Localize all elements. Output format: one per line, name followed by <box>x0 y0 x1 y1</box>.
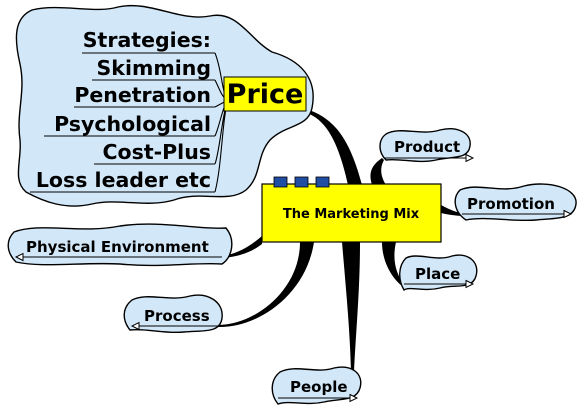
branch-node-product[interactable]: Product <box>379 128 474 163</box>
central-title: The Marketing Mix <box>283 207 420 222</box>
strategy-item: Loss leader etc <box>36 168 211 192</box>
central-marker <box>315 176 330 188</box>
node-label: Physical Environment <box>26 238 209 256</box>
node-label: People <box>290 378 348 396</box>
branch-node-place[interactable]: Place <box>399 254 478 291</box>
branch-connector-icon <box>465 154 474 162</box>
central-marker <box>273 176 288 188</box>
price-highlight <box>223 76 307 112</box>
branch-people <box>342 242 360 372</box>
central-marker <box>294 176 309 188</box>
strategy-item: Skimming <box>97 56 211 80</box>
branch-lines <box>218 109 466 372</box>
strategy-item: Penetration <box>74 83 211 107</box>
node-label: Product <box>394 138 460 156</box>
strategy-list: Strategies: Skimming Penetration Psychol… <box>36 28 211 192</box>
central-node[interactable]: The Marketing Mix <box>261 176 442 243</box>
branch-node-people[interactable]: People <box>271 366 362 405</box>
strategy-underlines <box>30 52 229 193</box>
strategy-item: Cost-Plus <box>103 140 212 164</box>
strategy-item: Psychological <box>54 112 211 136</box>
branch-process <box>218 242 314 328</box>
price-label[interactable]: Price <box>227 79 304 110</box>
branch-node-physical-environment[interactable]: Physical Environment <box>7 223 233 267</box>
branch-price <box>304 109 362 185</box>
strategy-heading: Strategies: <box>83 28 211 52</box>
price-bubble <box>15 5 314 207</box>
branch-node-promotion[interactable]: Promotion <box>454 183 577 222</box>
branch-node-process[interactable]: Process <box>123 294 223 334</box>
node-label: Place <box>415 265 460 283</box>
branch-product <box>370 158 386 185</box>
node-label: Promotion <box>467 195 555 213</box>
branch-place <box>382 242 404 286</box>
node-label: Process <box>144 307 210 325</box>
